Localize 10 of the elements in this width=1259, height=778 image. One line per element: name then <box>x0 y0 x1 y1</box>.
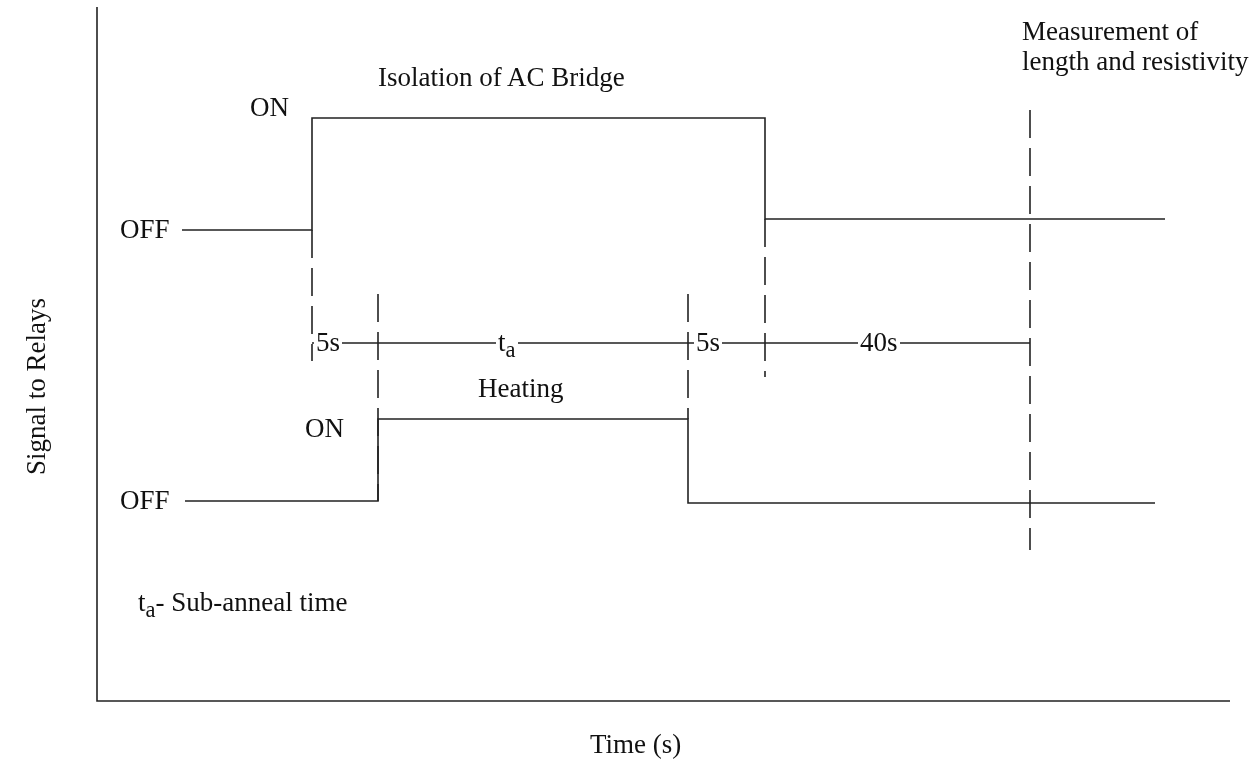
state-label: ON <box>305 413 344 443</box>
signal-label: Heating <box>478 373 564 403</box>
axis-title: Signal to Relays <box>21 297 51 475</box>
state-label: ON <box>250 92 289 122</box>
state-label: OFF <box>120 214 170 244</box>
signal-label: Measurement of length and resistivity <box>1022 16 1250 76</box>
note: t$_{a}$- Sub-anneal time <box>138 587 348 625</box>
signal-label: Isolation of AC Bridge <box>378 62 625 92</box>
state-label: OFF <box>120 485 170 515</box>
axis-title: Time (s) <box>590 729 682 759</box>
